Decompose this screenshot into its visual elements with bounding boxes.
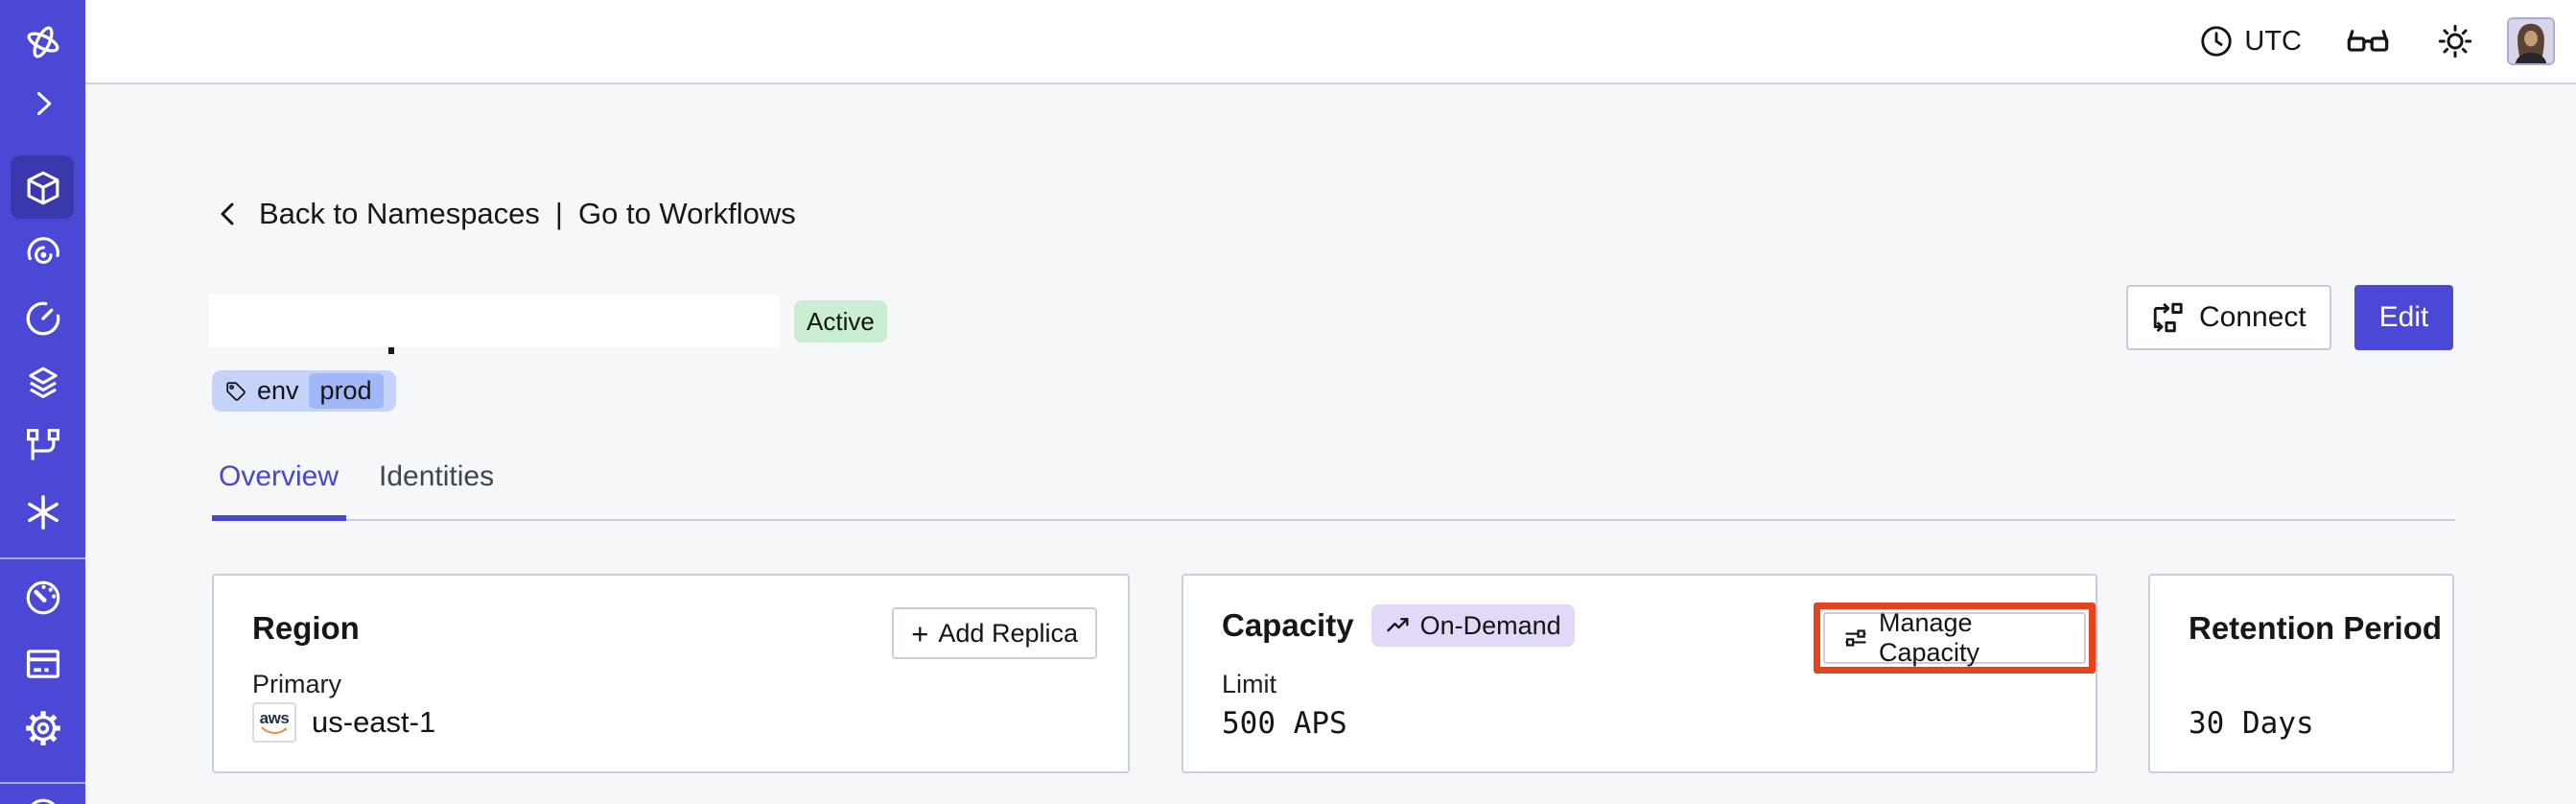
go-to-workflows-link[interactable]: Go to Workflows [577,197,796,230]
aws-logo-icon: aws [252,702,296,743]
region-value: us-east-1 [312,705,436,739]
glasses-icon[interactable] [2346,25,2390,58]
timezone-label: UTC [2244,25,2302,57]
annotation-highlight-box: Manage Capacity [1814,603,2096,674]
billing-icon[interactable] [0,639,85,689]
manage-capacity-label: Manage Capacity [1879,608,1980,667]
temporal-logo-icon[interactable] [0,17,85,67]
user-avatar[interactable] [2507,17,2555,65]
top-bar: UTC [85,0,2576,84]
tab-divider-line [212,519,2455,521]
namespace-name-redacted [209,295,780,347]
capacity-card: Capacity On-Demand [1182,574,2097,773]
capacity-limit-value: 500 APS [1222,706,1347,741]
on-demand-badge: On-Demand [1370,604,1575,647]
connect-icon [2151,300,2186,335]
edit-label: Edit [2378,301,2429,333]
usage-icon[interactable] [0,573,85,623]
primary-label: Primary [252,670,341,698]
back-to-namespaces-link[interactable]: Back to Namespaces [259,197,540,230]
redaction-artifact-dot [388,347,394,354]
settings-icon[interactable] [0,703,85,753]
sliders-icon [1842,625,1869,651]
on-demand-label: On-Demand [1419,610,1561,640]
tag-value: prod [308,373,384,409]
clock-icon [2198,23,2235,59]
chevron-left-icon[interactable] [213,199,244,229]
region-card-title: Region [252,610,360,646]
trending-up-icon [1385,612,1412,639]
workflows-icon[interactable] [0,228,85,278]
retention-card: Retention Period 30 Days [2148,574,2454,773]
tag-key: env [257,376,299,405]
add-replica-button[interactable]: + Add Replica [892,607,1097,659]
edit-button[interactable]: Edit [2354,285,2453,350]
sun-icon[interactable] [2436,22,2474,60]
breadcrumb-separator: | [554,197,563,230]
active-tab-underline [212,515,346,521]
add-replica-label: Add Replica [938,618,1078,648]
chevron-right-icon[interactable] [0,79,85,129]
batch-operations-icon[interactable] [0,420,85,470]
plus-icon: + [911,616,929,650]
retention-card-title: Retention Period [2189,610,2443,646]
primary-region-row: aws us-east-1 [252,702,435,743]
retention-value: 30 Days [2189,706,2314,741]
capacity-title-row: Capacity On-Demand [1222,604,1575,647]
deployments-icon[interactable] [0,358,85,408]
schedules-icon[interactable] [0,294,85,343]
connect-label: Connect [2199,301,2307,333]
capacity-card-title: Capacity [1222,607,1354,643]
timezone-selector[interactable]: UTC [2198,23,2302,59]
tab-overview[interactable]: Overview [219,461,340,492]
nexus-icon[interactable] [0,487,85,537]
aws-logo-text: aws [259,708,290,727]
tag-icon [224,380,247,403]
sidebar-divider [0,782,85,784]
status-badge: Active [794,300,887,343]
region-card: Region + Add Replica Primary aws us-east… [212,574,1130,773]
manage-capacity-button[interactable]: Manage Capacity [1823,608,2086,667]
namespace-tag: env prod [212,370,396,412]
tab-identities[interactable]: Identities [379,461,495,492]
namespaces-icon[interactable] [0,163,85,213]
breadcrumb: Back to Namespaces | Go to Workflows [213,195,796,233]
sidebar-nav [0,0,85,804]
partial-bottom-icon[interactable] [0,792,85,804]
sidebar-divider [0,557,85,559]
connect-button[interactable]: Connect [2126,285,2331,350]
limit-label: Limit [1222,670,1277,698]
